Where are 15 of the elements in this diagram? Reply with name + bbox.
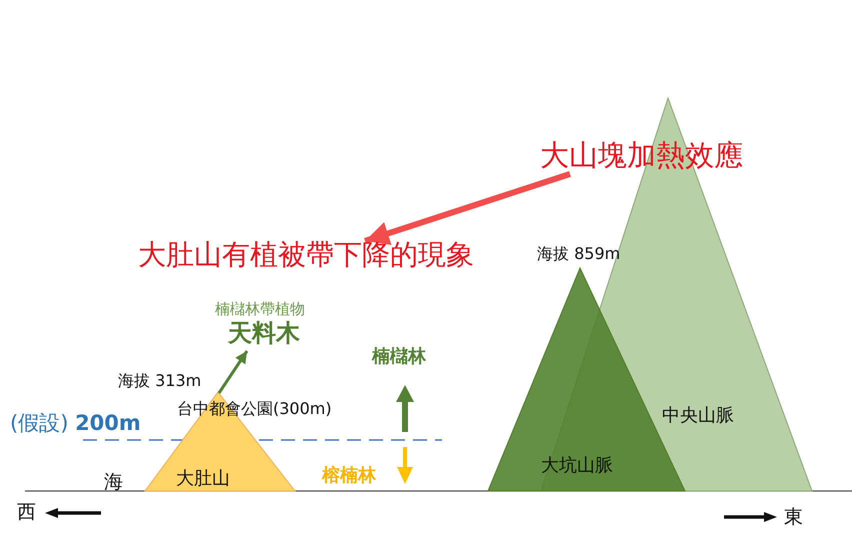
mountain-name: 大坑山脈	[541, 456, 613, 476]
plant-zone-label: 楠櫧林帶植物	[215, 301, 305, 318]
forest-zone-label: 楠櫧林	[372, 347, 426, 367]
elevation-label: 海拔 313m	[118, 372, 202, 390]
west-label: 西	[17, 502, 36, 523]
callout-text: 大肚山有植被帶下降的現象	[138, 240, 474, 271]
mountain-name: 中央山脈	[662, 406, 734, 426]
sea-label: 海	[104, 472, 123, 493]
forest-zone-label: 榕楠林	[322, 466, 376, 486]
assumption-label: (假設) 200m	[10, 412, 141, 436]
arrow	[364, 171, 571, 245]
plant-name: 天料木	[228, 320, 300, 346]
mountain-name: 大肚山	[176, 469, 230, 489]
east-label: 東	[784, 507, 803, 528]
arrow	[218, 350, 248, 394]
